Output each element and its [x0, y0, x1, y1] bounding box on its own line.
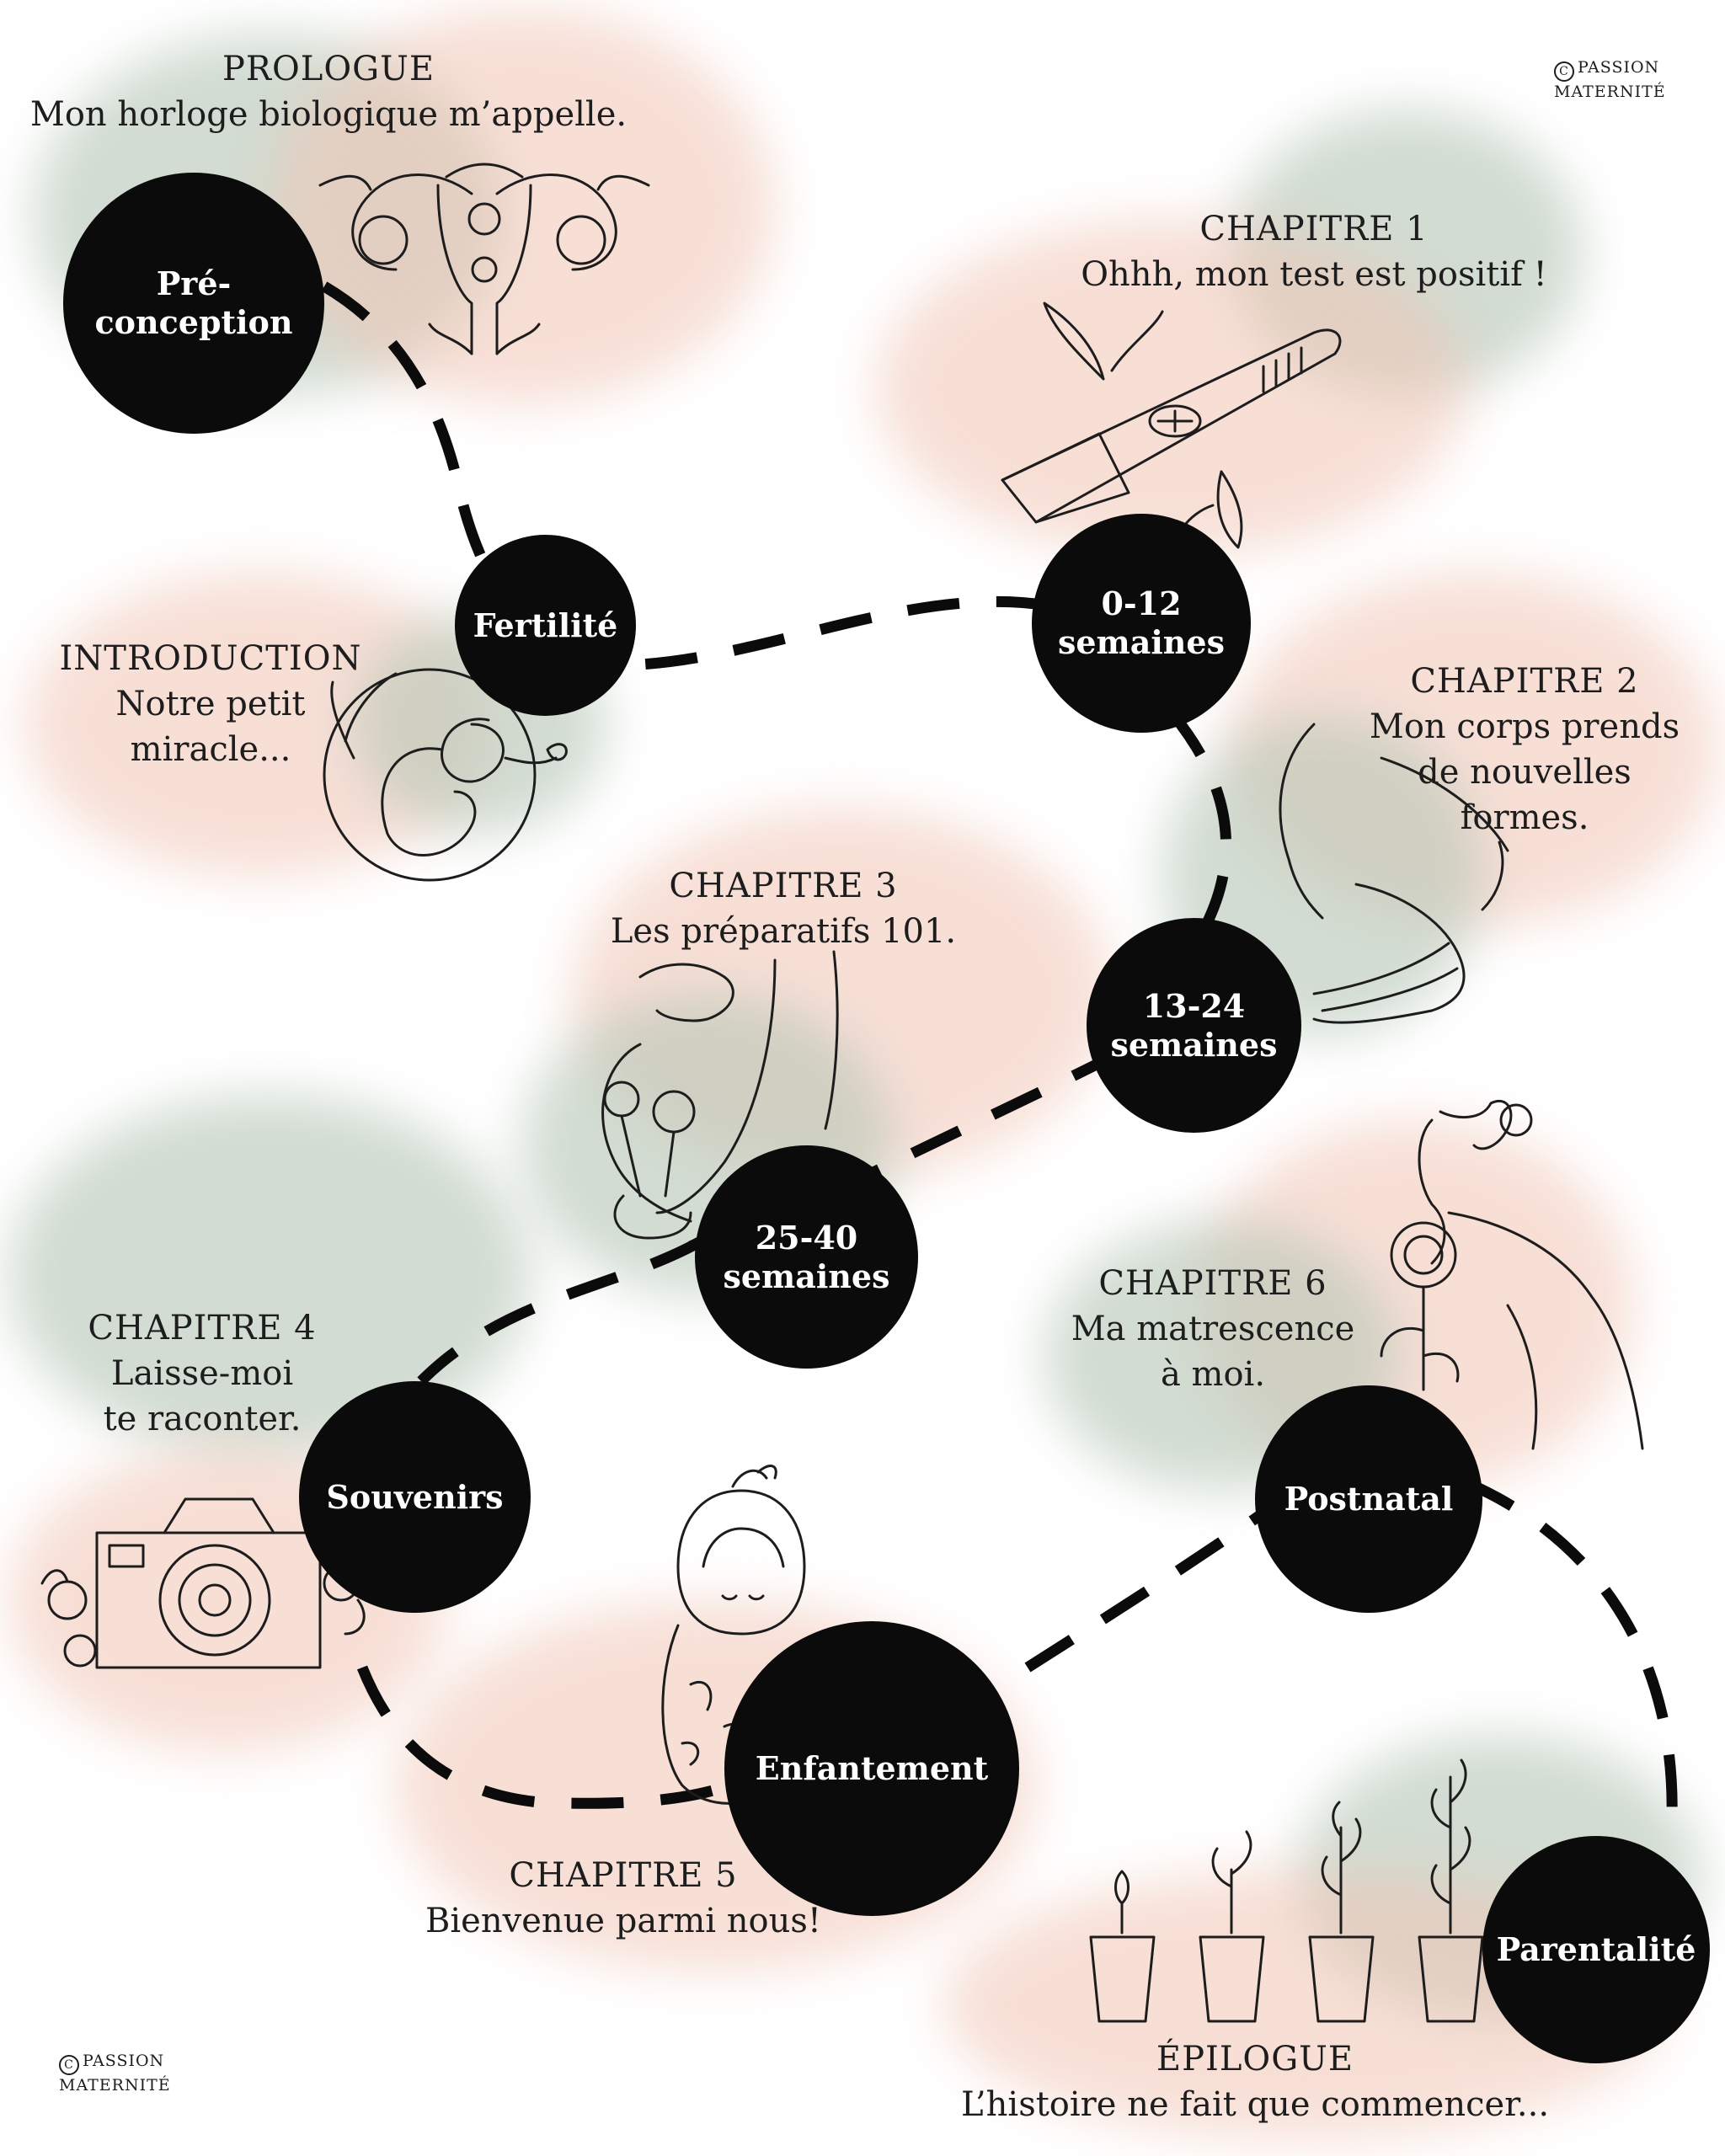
seedling-pots-icon — [1089, 1758, 1484, 2023]
watercolor-blot — [876, 219, 1466, 556]
milestone-souvenirs: Souvenirs — [299, 1381, 531, 1613]
milestone-label: Pré- conception — [94, 264, 293, 341]
chapter-heading: CHAPITRE 5 — [509, 1856, 738, 1895]
dashed-path — [1024, 1490, 1292, 1673]
chapter-label-3: CHAPITRE 3 Les préparatifs 101. — [590, 863, 977, 954]
milestone-0-12-semaines: 0-12 semaines — [1032, 514, 1251, 733]
chapter-heading: CHAPITRE 4 — [88, 1309, 317, 1348]
chapter-text: Ma matrescence à moi. — [1071, 1310, 1355, 1394]
belly-flowers-icon — [601, 950, 839, 1240]
chapter-text: L’histoire ne fait que commencer... — [960, 2085, 1550, 2124]
milestone-label: Enfantement — [755, 1749, 989, 1787]
milestone-parentalite: Parentalité — [1482, 1836, 1710, 2063]
pregnancy-test-icon — [1001, 302, 1342, 558]
milestone-enfantement: Enfantement — [724, 1621, 1019, 1916]
swaddled-baby-icon — [661, 1465, 806, 1805]
chapter-label-1: CHAPITRE 1 Ohhh, mon test est positif ! — [1061, 206, 1567, 297]
chapter-label-introduction: INTRODUCTION Notre petit miracle... — [51, 636, 371, 772]
chapter-heading: CHAPITRE 2 — [1410, 662, 1639, 701]
chapter-label-2: CHAPITRE 2 Mon corps prends de nouvelles… — [1348, 659, 1701, 841]
chapter-heading: CHAPITRE 3 — [669, 867, 898, 905]
brand-line-1: PASSION — [83, 2052, 165, 2070]
dashed-path — [356, 1665, 752, 1809]
milestone-fertilite: Fertilité — [455, 535, 636, 716]
dashed-path — [417, 1237, 702, 1385]
chapter-heading: PROLOGUE — [222, 50, 435, 88]
chapter-text: Les préparatifs 101. — [610, 912, 957, 951]
milestone-label: Parentalité — [1496, 1930, 1696, 1968]
brand-line-2: MATERNITÉ — [59, 2076, 171, 2095]
milestone-label: 13-24 semaines — [1110, 986, 1278, 1064]
milestone-postnatal: Postnatal — [1255, 1385, 1482, 1613]
milestone-label: Fertilité — [473, 606, 618, 644]
copyright-icon: C — [59, 2055, 79, 2075]
milestone-label: 0-12 semaines — [1057, 584, 1226, 661]
chapter-text: Mon corps prends de nouvelles formes. — [1369, 707, 1680, 837]
milestone-label: Postnatal — [1284, 1480, 1454, 1518]
uterus-flower-icon — [318, 163, 650, 355]
chapter-label-epilogue: ÉPILOGUE L’histoire ne fait que commence… — [927, 2036, 1583, 2127]
chapter-text: Ohhh, mon test est positif ! — [1081, 255, 1547, 294]
chapter-text: Notre petit miracle... — [115, 685, 306, 769]
milestone-label: Souvenirs — [326, 1477, 504, 1516]
chapter-heading: CHAPITRE 6 — [1098, 1264, 1327, 1303]
dashed-path — [1166, 707, 1231, 947]
dashed-path — [321, 281, 1055, 671]
camera-flowers-icon — [40, 1497, 366, 1669]
chapter-heading: CHAPITRE 1 — [1199, 210, 1429, 248]
chapter-text: Mon horloge biologique m’appelle. — [29, 95, 628, 134]
milestone-25-40-semaines: 25-40 semaines — [695, 1145, 918, 1369]
fetus-circle-icon — [323, 668, 568, 882]
chapter-text: Bienvenue parmi nous! — [425, 1902, 822, 1940]
chapter-label-5: CHAPITRE 5 Bienvenue parmi nous! — [404, 1853, 842, 1944]
chapter-label-prologue: PROLOGUE Mon horloge biologique m’appell… — [25, 46, 632, 137]
milestone-label: 25-40 semaines — [723, 1218, 890, 1295]
brand-line-1: PASSION — [1578, 58, 1660, 77]
copyright-icon: C — [1554, 61, 1574, 82]
chapter-heading: ÉPILOGUE — [1156, 2040, 1354, 2079]
chapter-label-6: CHAPITRE 6 Ma matrescence à moi. — [1044, 1261, 1381, 1397]
milestone-preconception: Pré- conception — [63, 173, 324, 434]
chapter-text: Laisse-moi te raconter. — [103, 1354, 302, 1438]
mother-flower-icon — [1380, 1099, 1644, 1450]
milestone-13-24-semaines: 13-24 semaines — [1087, 918, 1301, 1133]
chapter-label-4: CHAPITRE 4 Laisse-moi te raconter. — [51, 1305, 354, 1442]
dashed-path — [1463, 1477, 1678, 1820]
chapter-heading: INTRODUCTION — [59, 639, 362, 678]
brand-line-2: MATERNITÉ — [1554, 83, 1666, 101]
hands-belly-icon — [1279, 723, 1509, 1024]
